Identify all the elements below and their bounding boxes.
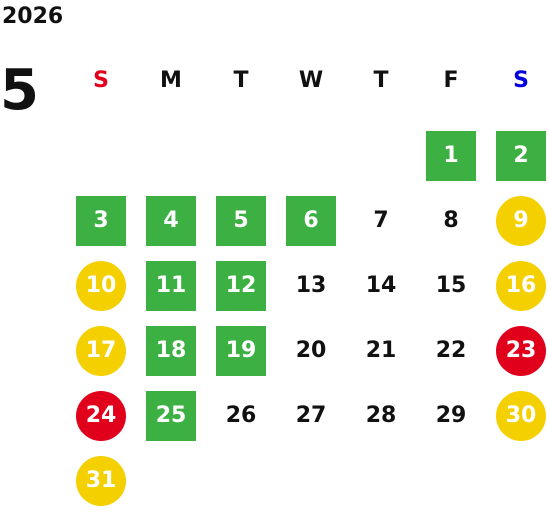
day-cell[interactable]: 19 [206, 318, 276, 383]
day-cell[interactable]: 26 [206, 383, 276, 448]
day-26[interactable]: 26 [225, 403, 257, 428]
weekday-saturday: S [513, 67, 529, 93]
day-1[interactable]: 1 [426, 130, 476, 181]
weekday-sunday: S [93, 67, 109, 93]
day-cell[interactable]: 12 [206, 253, 276, 318]
day-7[interactable]: 7 [373, 208, 389, 233]
weekday-thursday: T [373, 67, 389, 93]
day-30[interactable]: 30 [496, 390, 546, 441]
day-cell[interactable]: 3 [66, 188, 136, 253]
day-cell[interactable]: 29 [416, 383, 486, 448]
empty-cell [206, 123, 276, 188]
day-cell[interactable]: 14 [346, 253, 416, 318]
day-12[interactable]: 12 [216, 260, 266, 311]
day-23[interactable]: 23 [496, 325, 546, 376]
day-cell[interactable]: 24 [66, 383, 136, 448]
day-16[interactable]: 16 [496, 260, 546, 311]
day-cell[interactable]: 7 [346, 188, 416, 253]
day-cell[interactable]: 6 [276, 188, 346, 253]
day-cell[interactable]: 27 [276, 383, 346, 448]
day-cell[interactable]: 22 [416, 318, 486, 383]
day-3[interactable]: 3 [76, 195, 126, 246]
day-18[interactable]: 18 [146, 325, 196, 376]
day-cell[interactable]: 10 [66, 253, 136, 318]
day-cell[interactable]: 5 [206, 188, 276, 253]
day-cell[interactable]: 9 [486, 188, 548, 253]
day-cell[interactable]: 16 [486, 253, 548, 318]
day-cell[interactable]: 20 [276, 318, 346, 383]
day-28[interactable]: 28 [365, 403, 397, 428]
day-cell[interactable]: 21 [346, 318, 416, 383]
empty-cell [66, 123, 136, 188]
day-cell[interactable]: 18 [136, 318, 206, 383]
day-cell[interactable]: 11 [136, 253, 206, 318]
day-10[interactable]: 10 [76, 260, 126, 311]
day-9[interactable]: 9 [496, 195, 546, 246]
weekday-tuesday: T [233, 67, 249, 93]
day-cell[interactable]: 8 [416, 188, 486, 253]
day-27[interactable]: 27 [295, 403, 327, 428]
day-17[interactable]: 17 [76, 325, 126, 376]
day-20[interactable]: 20 [295, 338, 327, 363]
empty-cell [136, 123, 206, 188]
day-13[interactable]: 13 [295, 273, 327, 298]
day-29[interactable]: 29 [435, 403, 467, 428]
day-21[interactable]: 21 [365, 338, 397, 363]
day-cell[interactable]: 30 [486, 383, 548, 448]
day-cell[interactable]: 31 [66, 448, 136, 513]
day-31[interactable]: 31 [76, 455, 126, 506]
day-19[interactable]: 19 [216, 325, 266, 376]
weekday-monday: M [160, 67, 182, 93]
day-cell[interactable]: 4 [136, 188, 206, 253]
day-22[interactable]: 22 [435, 338, 467, 363]
empty-cell [276, 123, 346, 188]
day-2[interactable]: 2 [496, 130, 546, 181]
day-cell[interactable]: 23 [486, 318, 548, 383]
year-label: 2026 [2, 4, 64, 29]
day-cell[interactable]: 2 [486, 123, 548, 188]
day-4[interactable]: 4 [146, 195, 196, 246]
weekday-friday: F [443, 67, 459, 93]
weekday-wednesday: W [298, 67, 324, 93]
day-15[interactable]: 15 [435, 273, 467, 298]
day-cell[interactable]: 25 [136, 383, 206, 448]
day-cell[interactable]: 13 [276, 253, 346, 318]
day-cell[interactable]: 15 [416, 253, 486, 318]
day-11[interactable]: 11 [146, 260, 196, 311]
month-number: 5 [0, 58, 39, 123]
day-25[interactable]: 25 [146, 390, 196, 441]
day-24[interactable]: 24 [76, 390, 126, 441]
day-8[interactable]: 8 [443, 208, 459, 233]
day-cell[interactable]: 1 [416, 123, 486, 188]
day-cell[interactable]: 17 [66, 318, 136, 383]
day-6[interactable]: 6 [286, 195, 336, 246]
day-5[interactable]: 5 [216, 195, 266, 246]
day-14[interactable]: 14 [365, 273, 397, 298]
day-cell[interactable]: 28 [346, 383, 416, 448]
empty-cell [346, 123, 416, 188]
